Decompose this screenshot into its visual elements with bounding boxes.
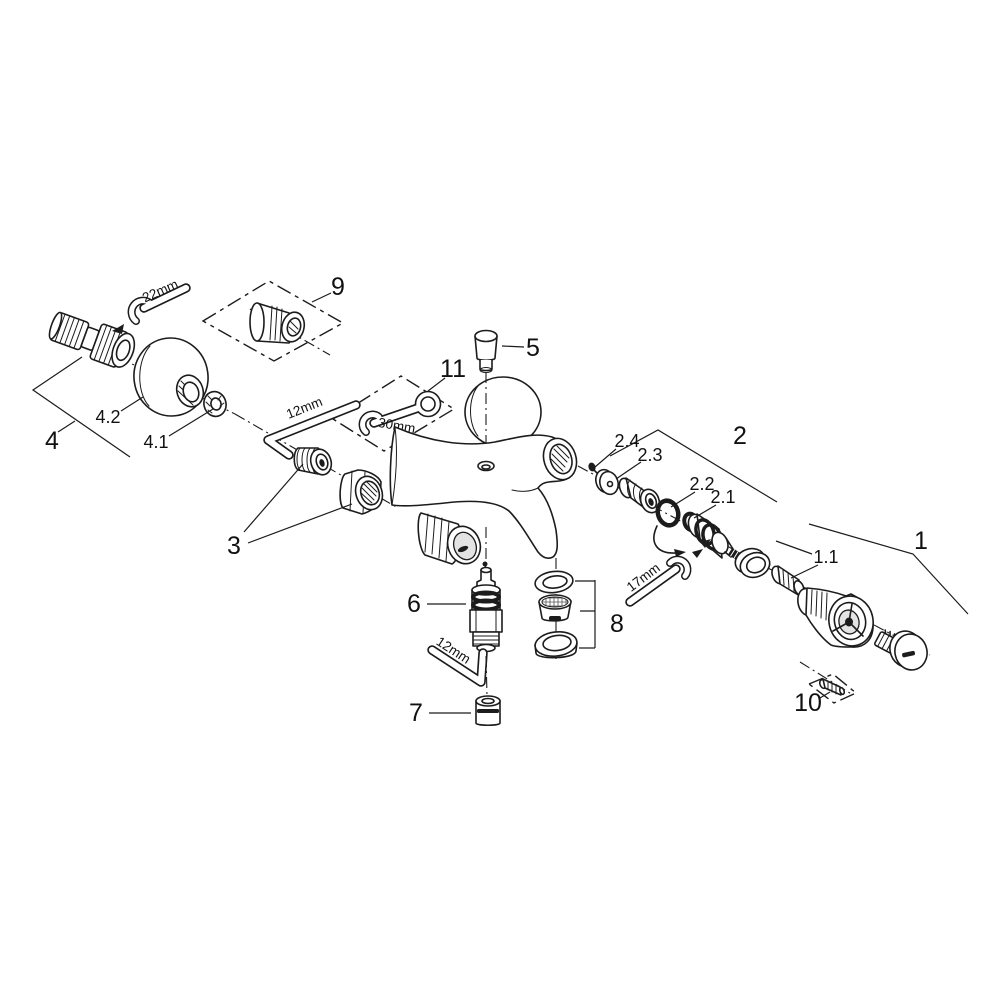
- part8-aerator-group: [534, 570, 596, 659]
- label-part-4-1: 4.1: [143, 432, 168, 452]
- valve-cartridge: [687, 513, 748, 565]
- part3-connection-group: [293, 447, 384, 515]
- part6-cartridge: [469, 527, 503, 653]
- aerator-washer: [534, 570, 574, 594]
- extension-adapter: [249, 302, 306, 344]
- part2-valve-group: 17mm: [595, 468, 748, 607]
- open-wrench-22mm: 22mm: [112, 276, 191, 334]
- temperature-rosette: [417, 512, 482, 565]
- label-part-8: 8: [610, 610, 624, 638]
- grub-screw: [818, 678, 846, 696]
- part7-bushing: [475, 655, 501, 727]
- part10-screw-box: [807, 673, 858, 704]
- port-screw: [588, 462, 599, 475]
- aerator-housing: [534, 631, 578, 659]
- s-union-fitting: [48, 311, 136, 368]
- label-part-2: 2: [733, 422, 747, 450]
- faucet-body: [389, 426, 577, 559]
- part9-extension-adapter-box: [201, 280, 345, 362]
- callout-leader-lines: [31, 292, 969, 714]
- label-part-11: 11: [440, 355, 466, 383]
- handle-knob: [797, 587, 874, 648]
- label-part-3: 3: [227, 532, 241, 560]
- part5-cap: [474, 329, 498, 373]
- open-wrench-17mm: 17mm: [624, 555, 692, 607]
- label-part-1-1: 1.1: [813, 547, 838, 567]
- inlet-port: [542, 437, 578, 481]
- label-part-2-1: 2.1: [710, 487, 735, 507]
- callout-labels: 4 4.2 4.1 9 11 5 3 6 7 8 2 2.4 2.3 2.2 2…: [45, 273, 928, 727]
- disc-2-3: [595, 468, 619, 496]
- label-part-5: 5: [526, 334, 540, 362]
- label-part-4-2: 4.2: [95, 407, 120, 427]
- aerator-filter-insert: [538, 594, 572, 622]
- escutcheon: [133, 337, 209, 417]
- label-part-10: 10: [794, 689, 822, 717]
- label-part-6: 6: [407, 590, 421, 618]
- label-part-9: 9: [331, 273, 345, 301]
- union-nut: [339, 469, 384, 515]
- label-part-2-4: 2.4: [614, 431, 639, 451]
- handle-cap: [874, 629, 928, 671]
- ring-wrench-30mm: [358, 390, 442, 436]
- label-part-2-3: 2.3: [637, 445, 662, 465]
- trim-ring: [734, 547, 771, 579]
- part4-s-union-group: [48, 311, 227, 418]
- adjustment-bush: [618, 477, 661, 514]
- faucet-body-group: [389, 372, 599, 565]
- part1-handle-group: [734, 547, 928, 671]
- part8-bracket: [575, 580, 596, 649]
- wrench-direction-arrow: [112, 324, 124, 334]
- o-ring-2-2: [655, 498, 681, 528]
- label-part-1: 1: [914, 527, 928, 555]
- label-part-2-2: 2.2: [689, 474, 714, 494]
- label-part-7: 7: [409, 699, 423, 727]
- rotation-arrow: [653, 525, 677, 554]
- label-part-4: 4: [45, 427, 59, 455]
- seal-washer: [203, 390, 227, 418]
- threaded-plug: [293, 447, 333, 476]
